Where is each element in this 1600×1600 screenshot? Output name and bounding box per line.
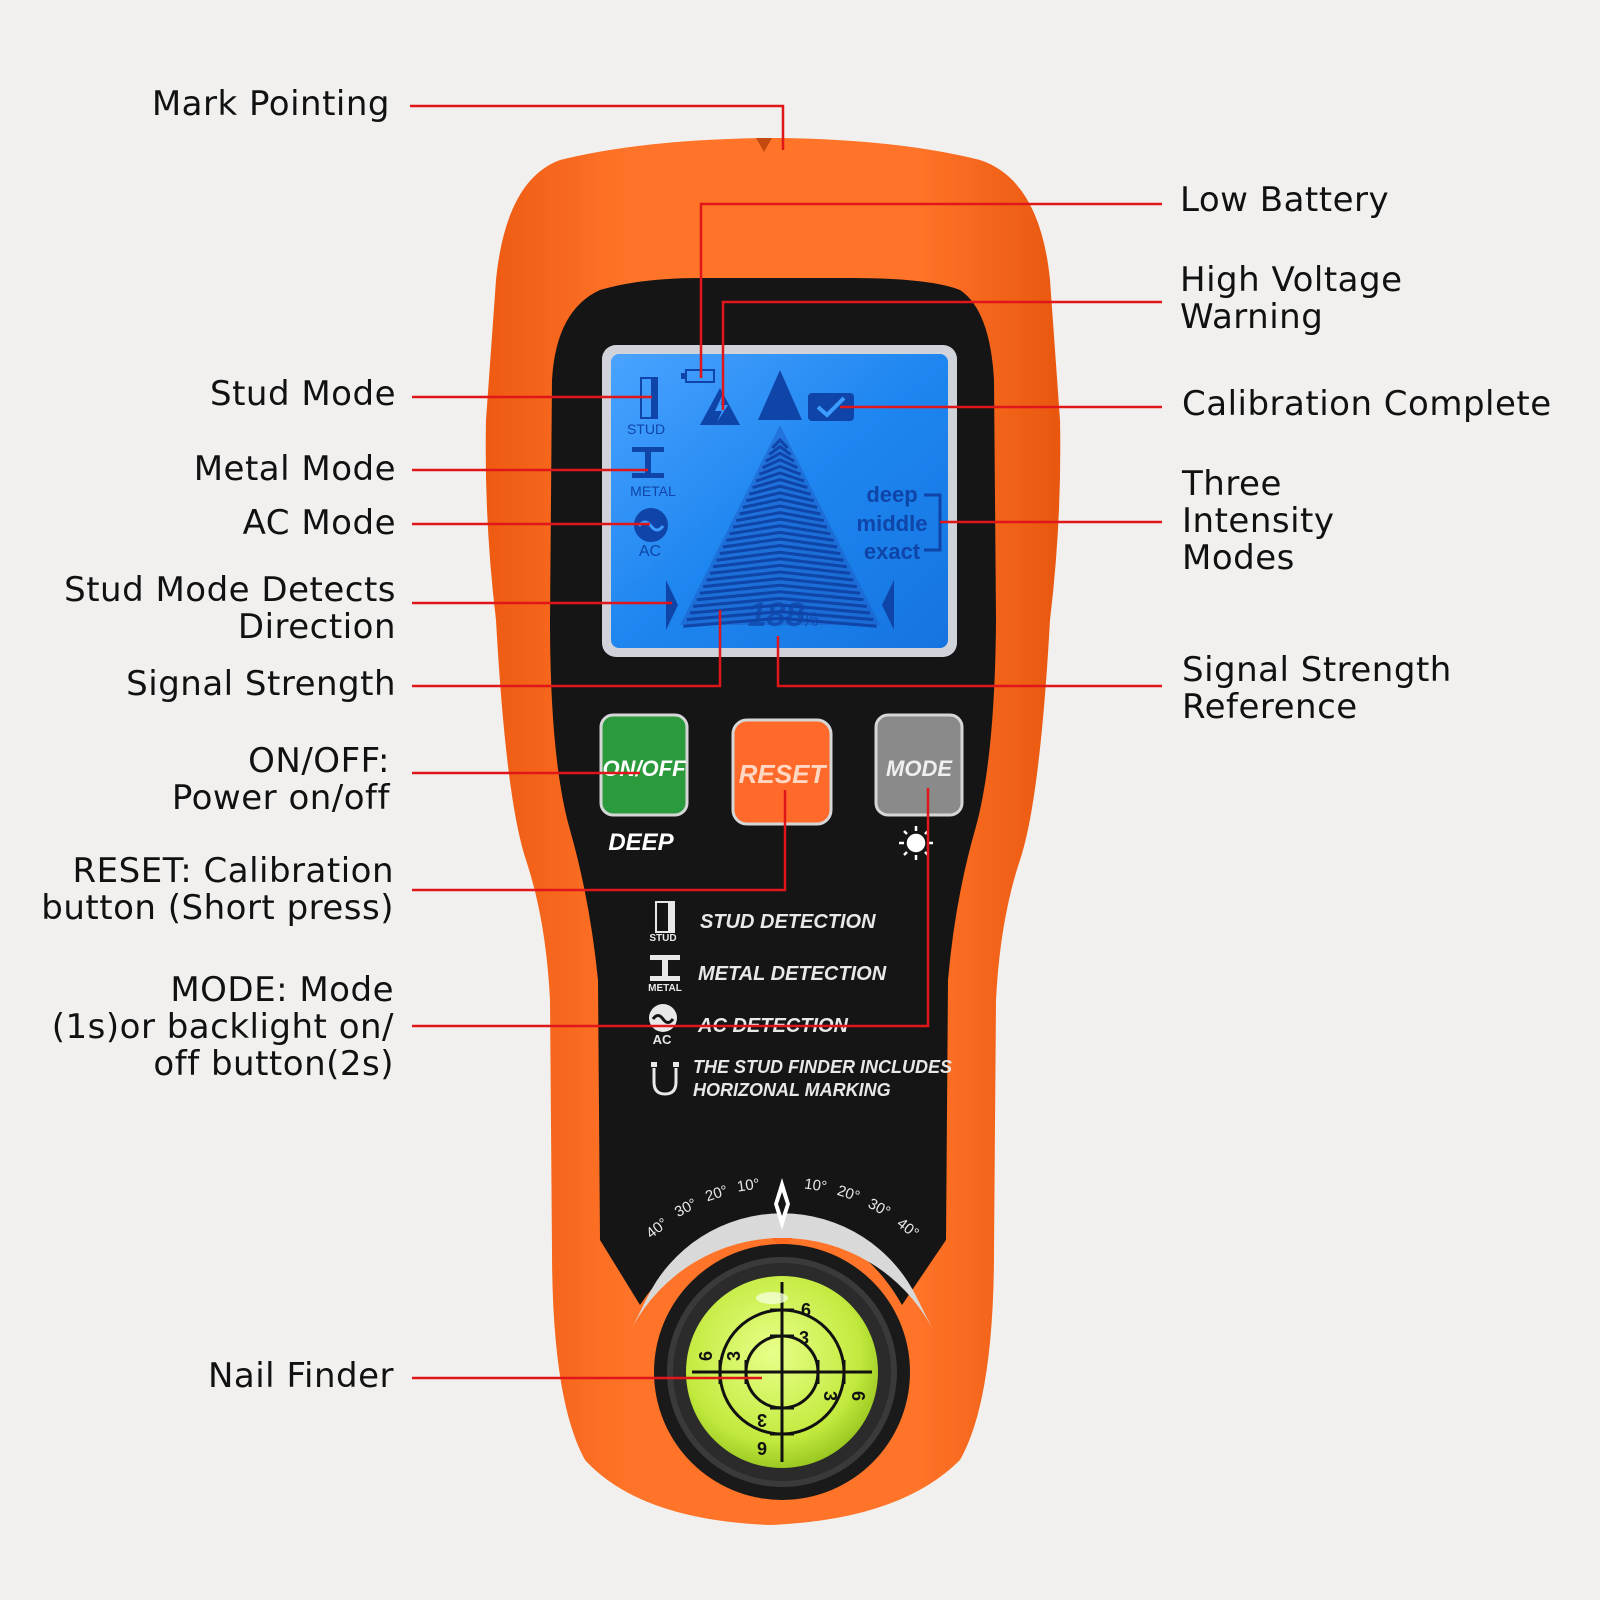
pyramid-chevron bbox=[706, 570, 854, 582]
pyramid-chevron bbox=[735, 511, 825, 523]
leader-mode bbox=[412, 788, 930, 1028]
legend-stud-icon-label: STUD bbox=[649, 933, 676, 944]
leader-high-voltage bbox=[721, 300, 1162, 410]
direction-arrow-right-icon bbox=[882, 580, 894, 630]
legend-marking-line-2: HORIZONAL MARKING bbox=[693, 1080, 891, 1100]
legend-metal-icon-label: METAL bbox=[648, 983, 682, 994]
legend-stud-text: STUD DETECTION bbox=[700, 911, 876, 933]
pyramid-chevron bbox=[761, 458, 799, 470]
protractor-right-10: 10° bbox=[803, 1176, 828, 1196]
level-label-lower: 3 bbox=[757, 1410, 767, 1430]
pyramid-chevron bbox=[752, 478, 808, 490]
pyramid-chevron bbox=[729, 524, 831, 536]
pyramid-chevron bbox=[716, 550, 844, 562]
deep-label: DEEP bbox=[608, 829, 674, 856]
pyramid-chevron bbox=[745, 491, 815, 503]
level-label-left-outer: 6 bbox=[696, 1351, 716, 1361]
callout-calibration: Calibration Complete bbox=[1182, 384, 1552, 424]
level-label-upper: 3 bbox=[799, 1328, 809, 1348]
leader-low-battery bbox=[699, 202, 1162, 378]
lcd-metal-label: METAL bbox=[630, 483, 676, 499]
lcd-readout: 188 bbox=[748, 596, 805, 634]
leader-reset bbox=[412, 790, 787, 892]
callout-metal-mode: Metal Mode bbox=[193, 449, 396, 489]
reset-button-shape[interactable] bbox=[731, 718, 833, 826]
reset-button-label: RESET bbox=[739, 759, 828, 789]
mode-button-label: MODE bbox=[886, 756, 953, 781]
callout-intensity: Three Intensity Modes bbox=[1182, 464, 1335, 578]
callout-mark-pointing: Mark Pointing bbox=[151, 84, 390, 124]
protractor-left-10: 10° bbox=[736, 1176, 761, 1196]
pyramid-chevron bbox=[758, 464, 802, 476]
lcd-ac-label: AC bbox=[639, 543, 661, 560]
power-button-shape[interactable] bbox=[599, 713, 689, 817]
callout-high-voltage: High Voltage Warning bbox=[1180, 260, 1403, 337]
protractor-left-20: 20° bbox=[703, 1182, 730, 1205]
level-bubble bbox=[756, 1292, 788, 1304]
pyramid-chevron bbox=[765, 451, 795, 463]
legend-metal-icon bbox=[650, 955, 680, 981]
pyramid-chevron bbox=[696, 590, 864, 602]
backlight-sun-icon bbox=[899, 826, 933, 860]
leader-mark-pointing bbox=[410, 104, 785, 150]
callout-stud-direction: Stud Mode Detects Direction bbox=[64, 570, 396, 647]
lcd-percent: % bbox=[801, 609, 819, 631]
level-label-top: 6 bbox=[801, 1300, 811, 1320]
power-button-label: ON/OFF bbox=[602, 756, 686, 781]
lcd-exact-label: exact bbox=[864, 539, 921, 564]
pyramid-chevron bbox=[722, 537, 838, 549]
pyramid-chevron bbox=[699, 583, 861, 595]
mode-button-shape[interactable] bbox=[874, 713, 964, 817]
protractor-band bbox=[632, 1213, 932, 1328]
pyramid-chevron bbox=[732, 517, 828, 529]
pyramid-chevron bbox=[693, 596, 867, 608]
callout-nail-finder: Nail Finder bbox=[207, 1356, 394, 1396]
pyramid-chevron bbox=[712, 557, 848, 569]
callout-mode: MODE: Mode (1s)or backlight on/ off butt… bbox=[51, 970, 394, 1084]
lcd-stud-label: STUD bbox=[627, 421, 665, 437]
pyramid-chevron bbox=[703, 577, 857, 589]
pyramid-chevron bbox=[726, 530, 834, 542]
legend-metal-text: METAL DETECTION bbox=[698, 963, 887, 985]
signal-pyramid bbox=[680, 370, 880, 628]
leader-signal-reference bbox=[776, 636, 1162, 688]
pyramid-chevron bbox=[771, 437, 789, 450]
lcd-metal-icon bbox=[632, 447, 664, 478]
callout-signal-reference: Signal Strength Reference bbox=[1182, 650, 1452, 727]
leader-lines bbox=[410, 104, 1162, 1380]
direction-arrow-left-icon bbox=[666, 580, 678, 630]
mark-pointing-notch bbox=[756, 138, 772, 152]
callout-on-off: ON/OFF: Power on/off bbox=[171, 741, 390, 818]
level-label-right-inner: 3 bbox=[820, 1391, 840, 1401]
pyramid-chevron bbox=[749, 484, 811, 496]
legend-magnet-icon bbox=[652, 1068, 678, 1096]
lcd-deep-label: deep bbox=[866, 482, 917, 507]
callout-signal-strength: Signal Strength bbox=[126, 664, 396, 704]
lcd-middle-label: middle bbox=[857, 511, 928, 536]
pyramid-chevron bbox=[709, 563, 851, 575]
legend-ac-icon-label: AC bbox=[653, 1032, 672, 1047]
callout-stud-mode: Stud Mode bbox=[210, 374, 396, 414]
pyramid-chevron bbox=[739, 504, 821, 516]
level-label-right-outer: 6 bbox=[848, 1391, 868, 1401]
level-crosshair bbox=[692, 1282, 872, 1462]
legend-marking-line-1: THE STUD FINDER INCLUDES bbox=[693, 1057, 952, 1077]
callout-low-battery: Low Battery bbox=[1180, 180, 1390, 220]
callout-reset: RESET: Calibration button (Short press) bbox=[41, 851, 394, 928]
level-label-bottom: 6 bbox=[757, 1438, 767, 1458]
pyramid-chevron bbox=[768, 444, 792, 456]
pyramid-chevron bbox=[755, 471, 805, 483]
pyramid-chevron bbox=[719, 544, 841, 556]
pyramid-chevron bbox=[742, 497, 818, 509]
callout-ac-mode: AC Mode bbox=[242, 503, 396, 543]
pyramid-chevron bbox=[686, 610, 874, 622]
pyramid-chevron bbox=[683, 616, 877, 628]
protractor-right-20: 20° bbox=[835, 1182, 862, 1205]
level-label-left-inner: 3 bbox=[724, 1351, 744, 1361]
leader-signal-strength bbox=[412, 610, 722, 688]
